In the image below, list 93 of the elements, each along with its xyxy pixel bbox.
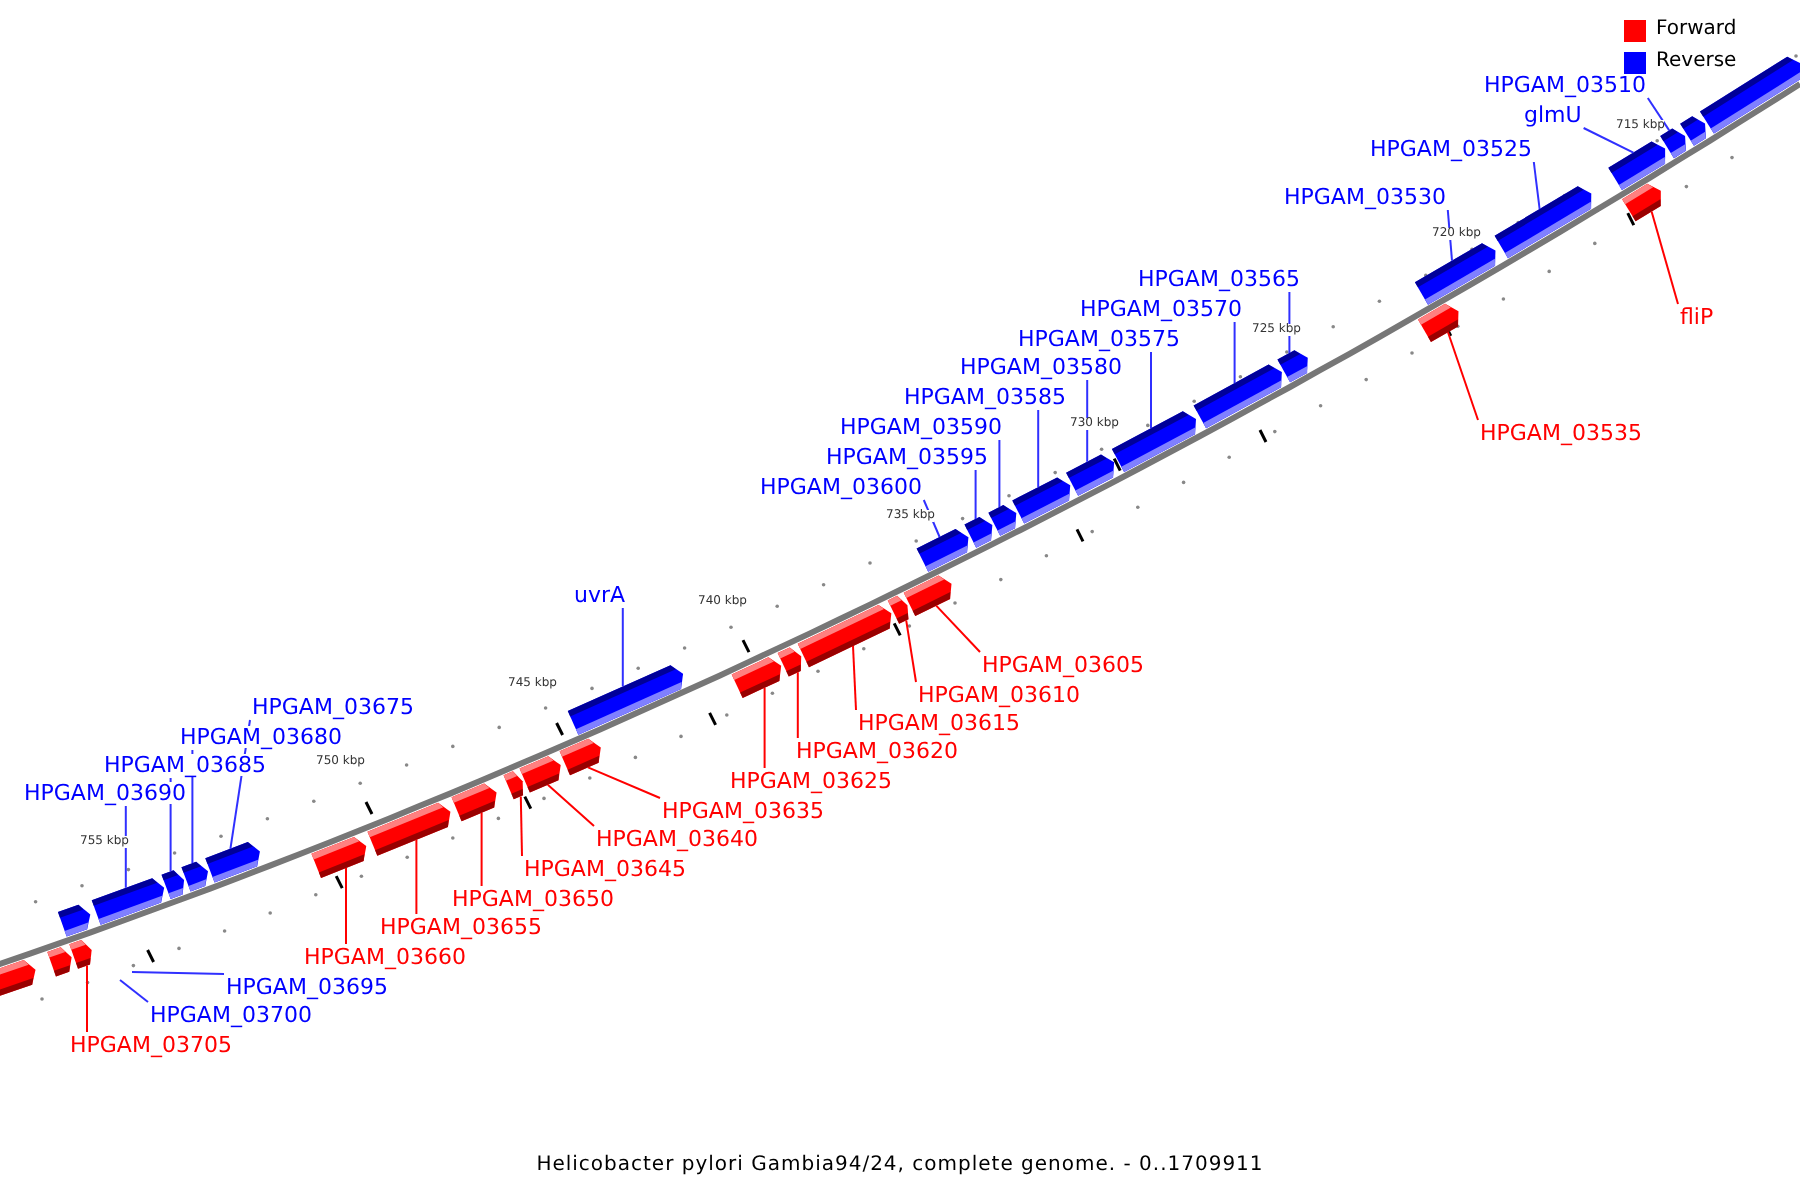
gene-label: HPGAM_03705 bbox=[70, 1034, 232, 1056]
leader-line bbox=[119, 979, 149, 1003]
gene-label: HPGAM_03590 bbox=[840, 416, 1002, 438]
gene-label: HPGAM_03680 bbox=[180, 726, 342, 748]
gene-label: HPGAM_03615 bbox=[858, 712, 1020, 734]
gene-label: HPGAM_03675 bbox=[252, 696, 414, 718]
gene-block bbox=[451, 783, 497, 822]
gene-block bbox=[1494, 186, 1592, 259]
gene-label: HPGAM_03635 bbox=[662, 800, 824, 822]
leader-line bbox=[1150, 351, 1152, 430]
gene-block bbox=[161, 870, 185, 899]
gene-block bbox=[731, 657, 782, 699]
gene-block bbox=[964, 517, 993, 548]
gene-label: HPGAM_03625 bbox=[730, 770, 892, 792]
caption: Helicobacter pylori Gambia94/24, complete genome. - 0..1709911 bbox=[536, 1154, 1264, 1176]
gene-label: HPGAM_03620 bbox=[796, 740, 958, 762]
gene-block bbox=[311, 836, 367, 878]
leader-line bbox=[1447, 331, 1479, 421]
leader-line bbox=[1086, 379, 1089, 463]
gene-label: HPGAM_03530 bbox=[1284, 186, 1446, 208]
gene-label: glmU bbox=[1524, 104, 1582, 126]
gene-block bbox=[0, 960, 36, 996]
gene-block bbox=[1066, 454, 1115, 496]
leader-line bbox=[587, 766, 661, 799]
leader-line bbox=[1532, 161, 1541, 210]
gene-label: fliP bbox=[1680, 306, 1714, 328]
gene-label: HPGAM_03595 bbox=[826, 446, 988, 468]
gene-block bbox=[988, 505, 1017, 536]
leader-line bbox=[905, 619, 917, 683]
gene-label: uvrA bbox=[574, 584, 626, 606]
gene-block bbox=[1277, 350, 1308, 383]
gene-block bbox=[69, 939, 92, 969]
gene-label: HPGAM_03655 bbox=[380, 916, 542, 938]
leader-line bbox=[1233, 321, 1236, 385]
gene-block bbox=[567, 665, 684, 735]
leader-line bbox=[974, 469, 977, 520]
leader-line bbox=[852, 645, 857, 711]
gene-label: HPGAM_03695 bbox=[226, 976, 388, 998]
leader-line bbox=[796, 671, 799, 739]
gene-block bbox=[503, 771, 524, 800]
gene-block bbox=[367, 802, 451, 856]
gene-label: HPGAM_03650 bbox=[452, 888, 614, 910]
leader-line bbox=[415, 838, 418, 915]
legend-label: Forward bbox=[1656, 20, 1737, 40]
gene-label: HPGAM_03685 bbox=[104, 754, 266, 776]
gene-label: HPGAM_03660 bbox=[304, 946, 466, 968]
leader-line bbox=[124, 805, 127, 889]
gene-block bbox=[91, 878, 165, 925]
gene-block bbox=[797, 605, 892, 668]
gene-block bbox=[181, 861, 209, 892]
gene-label: HPGAM_03645 bbox=[524, 858, 686, 880]
leader-line bbox=[1037, 409, 1040, 489]
gene-label: HPGAM_03600 bbox=[760, 476, 922, 498]
leader-line bbox=[345, 867, 347, 945]
leader-line bbox=[480, 811, 483, 887]
gene-label: HPGAM_03525 bbox=[1370, 138, 1532, 160]
leader-line bbox=[1288, 291, 1291, 354]
gene-label: HPGAM_03605 bbox=[982, 654, 1144, 676]
gene-label: HPGAM_03585 bbox=[904, 386, 1066, 408]
leader-line bbox=[131, 971, 225, 975]
gene-label: HPGAM_03690 bbox=[24, 782, 186, 804]
leader-line bbox=[546, 783, 595, 827]
leader-line bbox=[1582, 127, 1635, 154]
gene-label: HPGAM_03535 bbox=[1480, 422, 1642, 444]
gene-block bbox=[47, 947, 72, 977]
gene-block bbox=[1012, 477, 1071, 524]
gene-label: HPGAM_03700 bbox=[150, 1004, 312, 1026]
legend-label: Reverse bbox=[1656, 52, 1737, 72]
leader-line bbox=[621, 607, 624, 688]
gene-block bbox=[1418, 303, 1459, 342]
gene-label: HPGAM_03640 bbox=[596, 828, 758, 850]
gene-label: HPGAM_03510 bbox=[1484, 74, 1646, 96]
leader-line bbox=[935, 604, 981, 653]
gene-block bbox=[57, 904, 91, 937]
gene-block bbox=[1622, 183, 1661, 222]
gene-block bbox=[777, 647, 802, 677]
gene-block bbox=[916, 529, 969, 572]
gene-label: HPGAM_03610 bbox=[918, 684, 1080, 706]
leader-line bbox=[519, 795, 523, 857]
gene-block bbox=[1680, 116, 1706, 146]
gene-block bbox=[1414, 243, 1496, 305]
gene-block bbox=[559, 738, 601, 776]
gene-block bbox=[1608, 141, 1666, 191]
leader-line bbox=[86, 964, 88, 1033]
leader-line bbox=[1646, 97, 1671, 132]
gene-block bbox=[1193, 364, 1282, 429]
gene-label: HPGAM_03575 bbox=[1018, 328, 1180, 350]
gene-label: HPGAM_03580 bbox=[960, 356, 1122, 378]
leader-line bbox=[998, 439, 1001, 508]
leader-line bbox=[1650, 210, 1679, 305]
leader-line bbox=[763, 686, 766, 769]
gene-label: HPGAM_03565 bbox=[1138, 268, 1300, 290]
gene-label: HPGAM_03570 bbox=[1080, 298, 1242, 320]
